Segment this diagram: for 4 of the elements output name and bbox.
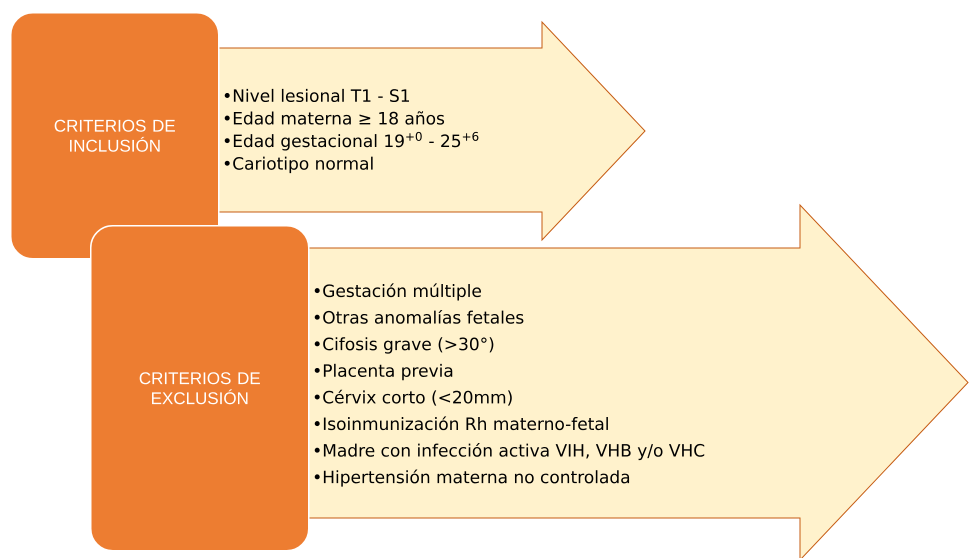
arrow-list-box: •Gestación múltiple •Otras anomalías fetales •Cifosis grave (>30°) •Placenta previa •Cérvix corto (<20mm) •Isoinmunización Rh materno-fetal •Madre con infección activa VIH, VHB y/o VHC •Hipertensión materna no controlada — [308, 204, 969, 558]
category-box: CRITERIOS DE EXCLUSIÓN — [90, 225, 310, 552]
category-box: CRITERIOS DE INCLUSIÓN — [10, 12, 220, 260]
arrow-list-box: •Nivel lesional T1 - S1 •Edad materna ≥ 18 años •Edad gestacional 19$^{+0}$ - 25$^{+6}$ •Cariotipo normal — [218, 20, 646, 242]
